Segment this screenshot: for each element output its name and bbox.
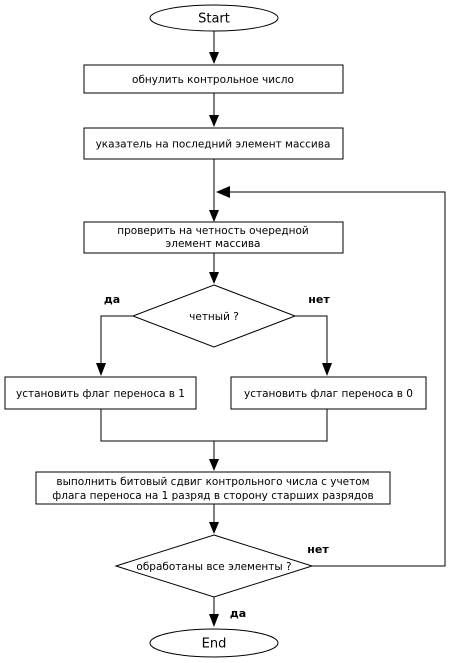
step-pointer-text: указатель на последний элемент массива [96, 139, 331, 151]
decision-done-text: обработаны все элементы ? [136, 561, 291, 573]
start-label: Start [198, 12, 230, 27]
connector-loop-back [230, 191, 446, 567]
connector-branch-merge [100, 409, 328, 442]
step-flag0-text: установить флаг переноса в 0 [244, 388, 413, 400]
step-shift-box [35, 471, 391, 505]
arrowhead-shift [209, 459, 219, 471]
step-flag1-box [4, 376, 197, 410]
step-flag1-text: установить флаг переноса в 1 [16, 388, 185, 400]
step-check-text-line1: проверить на четность очередной [117, 225, 308, 237]
step-reset-box [83, 64, 344, 94]
step-shift-text-line2: флага переноса на 1 разряд в сторону ста… [52, 490, 373, 502]
step-flag0-box [230, 376, 427, 410]
decision-even-diamond [131, 284, 297, 348]
arrowhead-check [209, 210, 219, 222]
decision-even-text: четный ? [189, 311, 239, 323]
arrowhead-end [209, 614, 219, 627]
step-reset-text: обнулить контрольное число [132, 74, 294, 86]
connector-even-no [295, 315, 328, 363]
label-even-yes: да [104, 293, 120, 306]
step-shift-text-line1: выполнить битовый сдвиг контрольного чис… [56, 476, 369, 488]
connector-even-yes [100, 315, 133, 363]
arrowhead-decision-done [209, 522, 219, 534]
step-check-box [83, 221, 344, 254]
label-even-no: нет [308, 293, 330, 306]
arrowhead-reset [209, 52, 219, 64]
arrowhead-decision-even [209, 272, 219, 284]
label-done-no: нет [307, 543, 329, 556]
arrowhead-pointer [209, 115, 219, 127]
end-label: End [202, 637, 227, 652]
label-done-yes: да [230, 607, 246, 620]
arrowhead-flag1 [96, 363, 106, 376]
arrowhead-loop [216, 186, 230, 198]
step-check-text-line2: элемент массива [166, 238, 261, 250]
end-terminal [149, 628, 279, 658]
arrowhead-flag0 [322, 363, 332, 376]
